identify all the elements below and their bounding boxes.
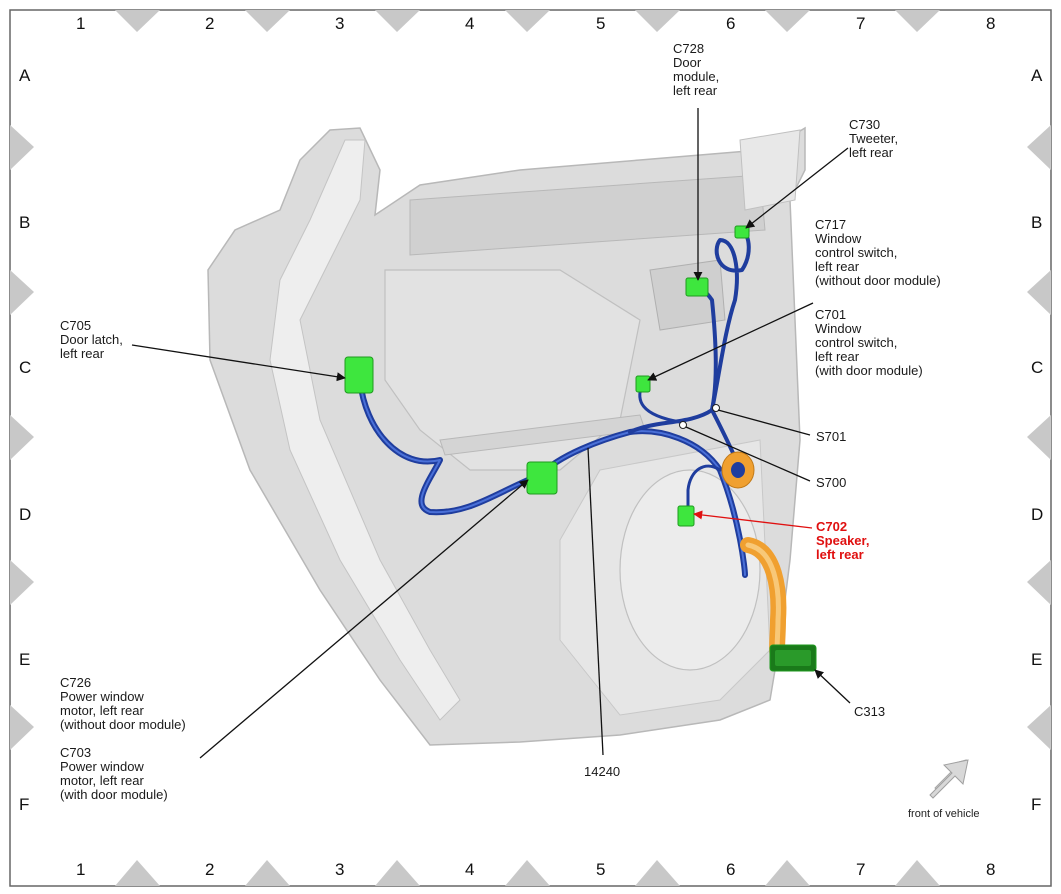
grid-col-3-top: 3 <box>335 14 345 33</box>
grid-row-c-left: C <box>19 358 32 377</box>
door-panel <box>207 126 806 746</box>
grid-col-2-bottom: 2 <box>205 860 215 879</box>
grid-markers-bottom <box>115 860 940 886</box>
leader-s701 <box>717 409 811 436</box>
label-c728: C728 Door module, left rear <box>673 41 720 98</box>
front-of-vehicle-arrow-icon <box>929 759 969 799</box>
grid-row-b-left: B <box>19 213 31 232</box>
connector-c702 <box>677 505 695 527</box>
leader-c701 <box>647 302 814 381</box>
leader-14240 <box>587 447 604 756</box>
grid-col-6-bottom: 6 <box>726 860 736 879</box>
connector-c701 <box>635 375 651 393</box>
grid-col-4-bottom: 4 <box>465 860 475 879</box>
connector-c726-c703 <box>526 461 558 495</box>
label-c702: C702 Speaker, left rear <box>816 519 870 562</box>
grid-col-1-bottom: 1 <box>76 860 86 879</box>
grid-col-4-top: 4 <box>465 14 475 33</box>
label-c313: C313 <box>854 704 886 719</box>
connectors <box>344 225 817 672</box>
splice-s700 <box>679 421 687 429</box>
grid-row-d-right: D <box>1031 505 1044 524</box>
label-c717: C717 Window control switch, left rear (w… <box>815 217 941 288</box>
grid-row-a-right: A <box>1031 66 1043 85</box>
grid-row-c-right: C <box>1031 358 1044 377</box>
label-c730: C730 Tweeter, left rear <box>849 117 899 160</box>
label-c726: C726 Power window motor, left rear (with… <box>60 675 186 732</box>
leader-c705 <box>131 344 346 382</box>
grid-row-e-left: E <box>19 650 31 669</box>
label-c703: C703 Power window motor, left rear (with… <box>60 745 168 802</box>
grid-markers-top <box>115 10 940 32</box>
leader-c730 <box>745 147 849 229</box>
leader-c702 <box>693 510 813 529</box>
grid-row-e-right: E <box>1031 650 1043 669</box>
grid-col-7-bottom: 7 <box>856 860 866 879</box>
grid-markers-right <box>1027 125 1051 750</box>
splices <box>679 404 720 429</box>
leader-s700 <box>685 426 811 482</box>
grid-row-a-left: A <box>19 66 31 85</box>
leader-c313 <box>814 669 851 704</box>
grid-row-d-left: D <box>19 505 32 524</box>
grid-col-1-top: 1 <box>76 14 86 33</box>
grid-col-5-bottom: 5 <box>596 860 606 879</box>
grid-row-f-right: F <box>1031 795 1042 814</box>
connector-c730 <box>734 225 750 239</box>
leader-lines <box>131 108 851 759</box>
grid-row-f-left: F <box>19 795 30 814</box>
grid-col-2-top: 2 <box>205 14 215 33</box>
label-c701: C701 Window control switch, left rear (w… <box>815 307 923 378</box>
label-s701: S701 <box>816 429 847 444</box>
label-s700: S700 <box>816 475 847 490</box>
grid-col-8-bottom: 8 <box>986 860 996 879</box>
label-c705: C705 Door latch, left rear <box>60 318 123 361</box>
grid-col-8-top: 8 <box>986 14 996 33</box>
leader-c726-c703 <box>199 479 529 759</box>
label-harness-14240: 14240 <box>584 764 621 779</box>
grid-col-6-top: 6 <box>726 14 736 33</box>
grid-col-5-top: 5 <box>596 14 606 33</box>
grid-markers-left <box>10 125 34 750</box>
splice-s701 <box>712 404 720 412</box>
front-of-vehicle-label: front of vehicle <box>908 808 980 820</box>
grid-col-7-top: 7 <box>856 14 866 33</box>
grid-col-3-bottom: 3 <box>335 860 345 879</box>
connector-c728 <box>685 277 709 297</box>
connector-c705 <box>344 356 374 394</box>
grid-row-b-right: B <box>1031 213 1043 232</box>
